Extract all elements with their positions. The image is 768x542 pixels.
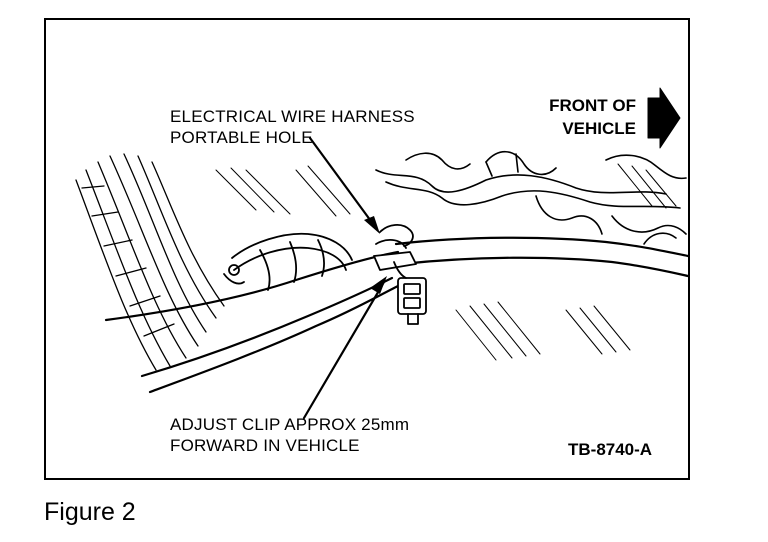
harness-hole-callout-line2: PORTABLE HOLE	[170, 128, 313, 147]
arrowhead-harness-hole	[364, 216, 380, 234]
front-of-vehicle-label: FRONT OF VEHICLE	[549, 94, 636, 140]
harness-clip-assembly	[373, 224, 427, 325]
adjust-clip-callout-line2: FORWARD IN VEHICLE	[170, 436, 360, 455]
front-of-vehicle-arrow-icon	[647, 87, 681, 149]
upper-harness-clutter	[375, 150, 687, 245]
wire-harness-illustration	[75, 87, 688, 420]
adjust-clip-callout-line1: ADJUST CLIP APPROX 25mm	[170, 415, 410, 434]
front-of-vehicle-line2: VEHICLE	[562, 119, 636, 138]
tire-contour-lines	[75, 153, 225, 371]
front-of-vehicle-line1: FRONT OF	[549, 96, 636, 115]
main-harness-hoses	[104, 236, 688, 394]
drawing-id: TB-8740-A	[568, 440, 653, 459]
adjust-clip-callout: ADJUST CLIP APPROX 25mm FORWARD IN VEHIC…	[170, 414, 409, 456]
harness-bracket	[223, 232, 353, 291]
figure-caption: Figure 2	[44, 498, 136, 526]
leader-arrowheads	[364, 216, 387, 294]
harness-hole-callout: ELECTRICAL WIRE HARNESS PORTABLE HOLE	[170, 106, 415, 148]
arrowhead-clip	[370, 276, 387, 294]
diagram-frame: ELECTRICAL WIRE HARNESS PORTABLE HOLE FR…	[44, 18, 690, 480]
background-hatching	[215, 163, 677, 361]
harness-hole-callout-line1: ELECTRICAL WIRE HARNESS	[170, 107, 415, 126]
leader-lines	[302, 136, 386, 420]
